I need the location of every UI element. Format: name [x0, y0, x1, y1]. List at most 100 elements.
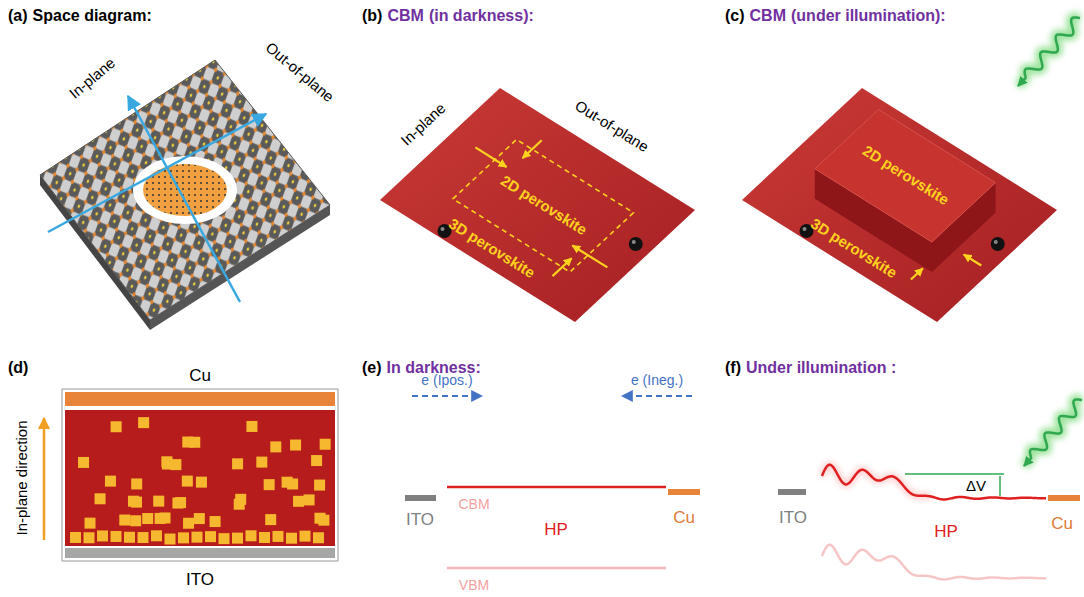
- axis-label: Out-of-plane: [263, 39, 338, 106]
- grain: [287, 478, 298, 489]
- grain: [246, 421, 257, 432]
- electrode-label: Cu: [673, 508, 695, 528]
- cbm-dark-sheet: [380, 88, 695, 322]
- cbm-line: [447, 486, 666, 489]
- current-label: e (Ineg.): [631, 372, 683, 388]
- grain: [131, 478, 142, 489]
- cbm-line: [822, 465, 1046, 500]
- grain: [165, 534, 176, 545]
- grain: [270, 441, 281, 452]
- cbm-surface: [742, 88, 1057, 322]
- grain: [290, 440, 301, 451]
- grain: [192, 532, 203, 543]
- grain: [189, 437, 200, 448]
- electron: [991, 237, 1005, 251]
- electrode-label: ITO: [186, 570, 214, 590]
- ito-level: [405, 495, 436, 501]
- electrode-label: Cu: [189, 366, 211, 386]
- grain: [194, 513, 205, 524]
- grain: [95, 493, 106, 504]
- grain: [153, 496, 164, 507]
- grain: [130, 515, 141, 526]
- grain: [304, 494, 315, 505]
- electron-highlight: [803, 227, 807, 231]
- vbm-line: [822, 545, 1046, 580]
- grain: [151, 530, 162, 541]
- panel-letter: (e): [362, 359, 382, 377]
- material-label: HP: [544, 520, 568, 540]
- panel-letter: (c): [725, 7, 745, 25]
- panel-title: CBM: [750, 7, 786, 25]
- 2d-phase-grains: [70, 417, 331, 544]
- grain: [311, 455, 322, 466]
- panel-title: Space diagram:: [33, 7, 152, 25]
- panel-letter: (a): [8, 7, 28, 25]
- plateau-top: [815, 109, 996, 242]
- panel-letter: (d): [8, 359, 28, 377]
- flow-arrow: [475, 147, 506, 167]
- electron-arrow: [622, 395, 692, 397]
- panel-title: Under illumination :: [746, 359, 896, 377]
- dashed-region: [453, 139, 634, 272]
- band-label: CBM: [458, 496, 489, 512]
- grain: [175, 497, 186, 508]
- electrode-label: ITO: [406, 510, 434, 530]
- grain: [273, 531, 284, 542]
- perovskite-film: [65, 410, 335, 546]
- delta-v-line: [905, 473, 1004, 475]
- cbm-light-sheet: [742, 88, 1057, 322]
- axis-label: In-plane direction: [13, 420, 30, 535]
- flow-arrow: [911, 268, 923, 279]
- grain: [320, 439, 331, 450]
- voltage-label: ΔV: [966, 477, 986, 494]
- perovskite-lattice: [40, 60, 330, 320]
- direction-arrow: [43, 418, 46, 540]
- electron-highlight: [441, 227, 445, 231]
- grain: [234, 499, 245, 510]
- panel-letter: (b): [362, 7, 382, 25]
- light-wave: [1018, 17, 1080, 86]
- grain: [162, 459, 173, 470]
- grain: [97, 530, 108, 541]
- grain: [111, 531, 122, 542]
- grain: [293, 496, 304, 507]
- grain: [178, 532, 189, 543]
- grain: [256, 457, 267, 468]
- grain: [286, 533, 297, 544]
- grain: [246, 530, 257, 541]
- grain: [183, 518, 194, 529]
- axis-label: In-plane: [66, 54, 119, 102]
- grain: [300, 531, 311, 542]
- cu-electrode: [65, 392, 335, 406]
- grain: [85, 518, 96, 529]
- light-waves: [1018, 17, 1082, 466]
- organic-layer: [143, 164, 227, 216]
- grain: [265, 514, 276, 525]
- ito-electrode: [65, 548, 335, 558]
- grain: [232, 533, 243, 544]
- in-plane-axis: [128, 96, 240, 302]
- grain: [318, 515, 329, 526]
- vbm-line: [447, 567, 666, 570]
- panel-title: (under illumination):: [791, 7, 946, 25]
- grain: [259, 532, 270, 543]
- device-frame: [62, 389, 338, 561]
- electron: [629, 237, 643, 251]
- electron-highlight: [632, 240, 636, 244]
- axis-label: In-plane: [397, 99, 448, 149]
- grain: [124, 532, 135, 543]
- cu-level: [1048, 495, 1080, 501]
- grain: [78, 457, 89, 468]
- flow-arrow: [523, 140, 542, 158]
- electron-highlight: [994, 240, 998, 244]
- cbm-surface: [380, 88, 695, 322]
- grain: [196, 477, 207, 488]
- light-wave: [1024, 399, 1082, 466]
- electrode-label: ITO: [779, 508, 807, 528]
- ito-level: [778, 489, 806, 495]
- grain: [84, 532, 95, 543]
- current-label: e (Ipos.): [421, 372, 472, 388]
- material-label: HP: [934, 522, 958, 542]
- panel-title: (in darkness):: [429, 7, 534, 25]
